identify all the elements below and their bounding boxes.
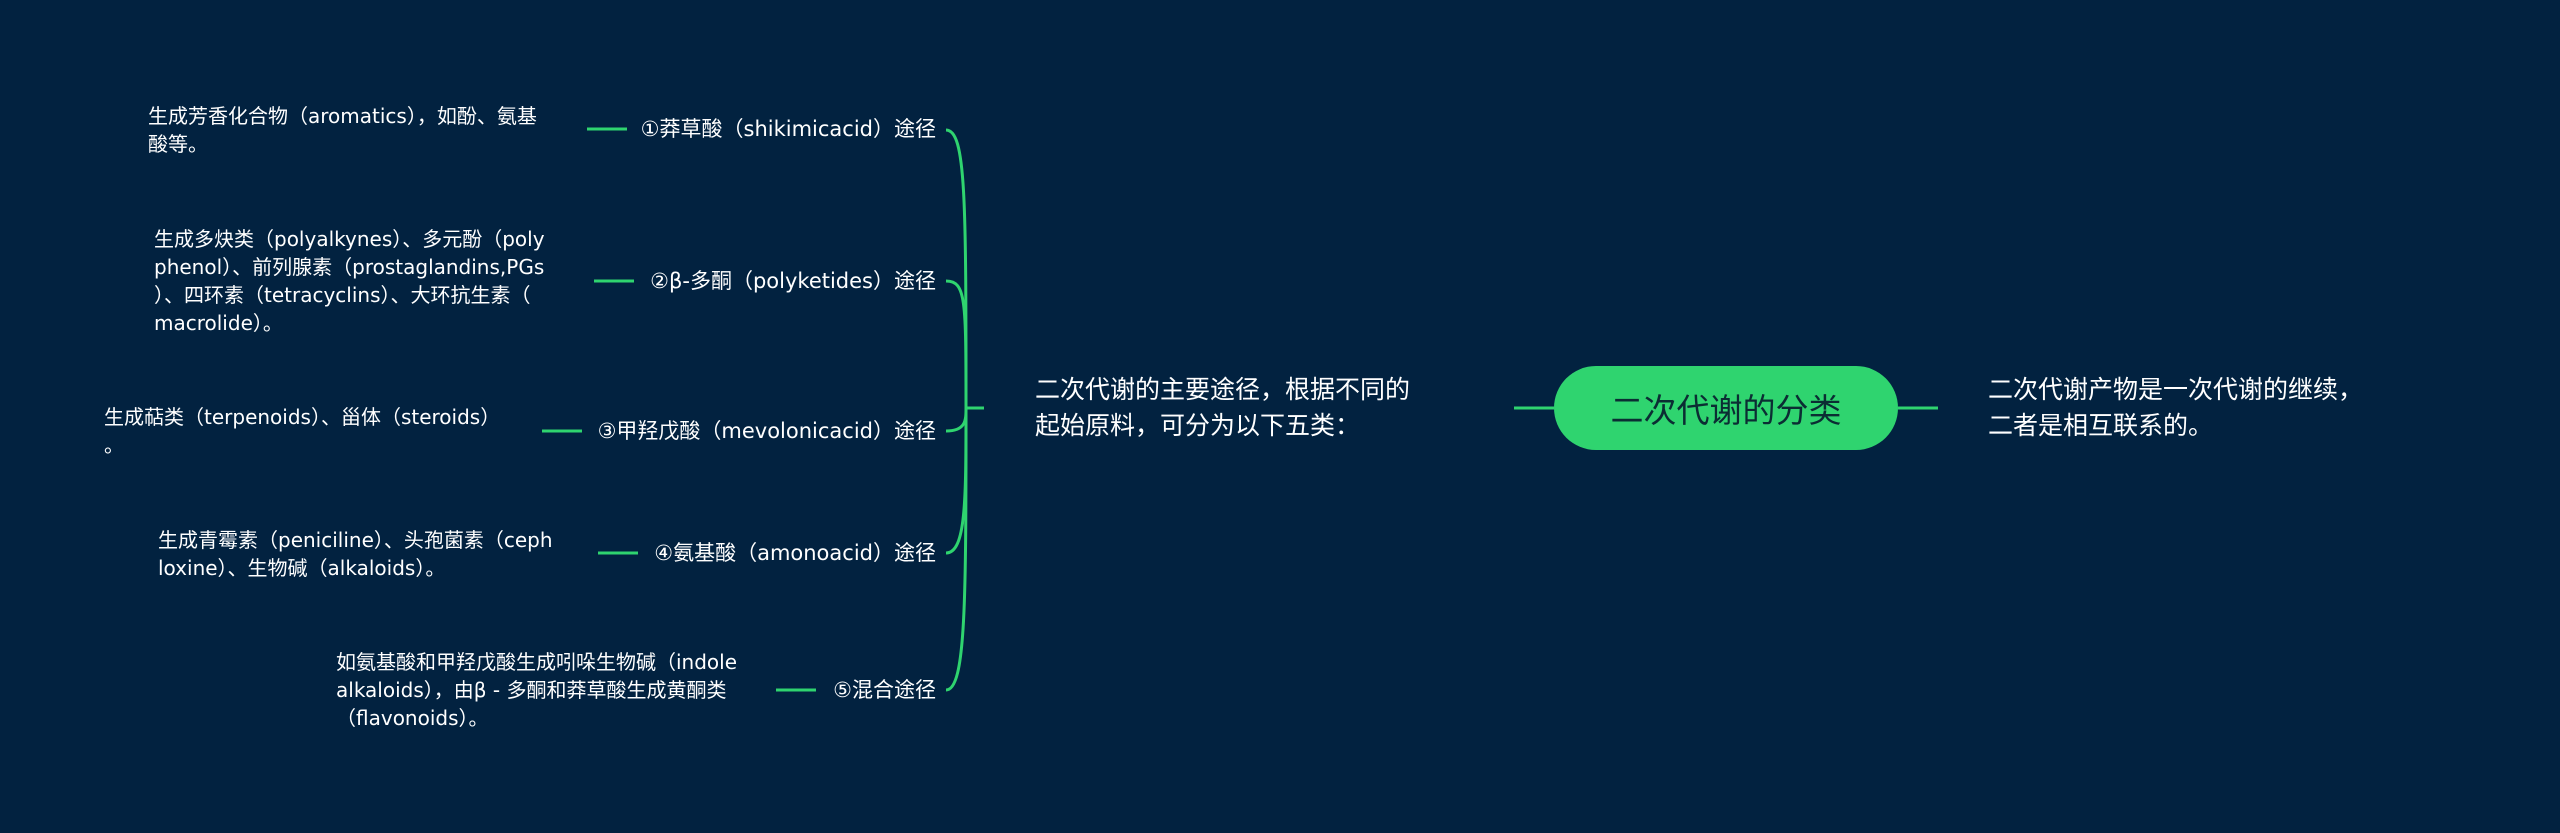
leaf-1-line-1: 生成芳香化合物（aromatics），如酚、氨基 <box>148 104 537 128</box>
branch-shikimic[interactable]: ①莽草酸（shikimicacid）途径 <box>641 114 936 144</box>
leaf-3-line-1: 生成萜类（terpenoids）、甾体（steroids） <box>104 405 501 429</box>
leaf-4-line-1: 生成青霉素（peniciline）、头孢菌素（ceph <box>158 528 553 552</box>
leaf-1-line-2: 酸等。 <box>148 132 208 156</box>
root-title: 二次代谢的分类 <box>1610 391 1842 430</box>
link-bracket-5 <box>945 407 968 692</box>
main-node-line-2: 起始原料，可分为以下五类： <box>1035 411 1361 440</box>
right-note-line-2: 二者是相互联系的。 <box>1988 411 2214 440</box>
leaf-mixed[interactable]: 如氨基酸和甲羟戊酸生成吲哚生物碱（indole alkaloids），由β - … <box>336 648 776 732</box>
leaf-2-line-1: 生成多炔类（polyalkynes）、多元酚（poly <box>154 227 545 251</box>
link-bracket-3 <box>945 407 968 433</box>
branch-aminoacid[interactable]: ④氨基酸（amonoacid）途径 <box>654 538 936 568</box>
main-node[interactable]: 二次代谢的主要途径，根据不同的 起始原料，可分为以下五类： <box>1035 372 1410 444</box>
leaf-2-line-3: ）、四环素（tetracyclins）、大环抗生素（ <box>154 283 531 307</box>
right-note-line-1: 二次代谢产物是一次代谢的继续， <box>1988 375 2364 404</box>
branch-label-1: ①莽草酸（shikimicacid）途径 <box>640 117 936 141</box>
branch-label-2: ②β-多酮（polyketides）途径 <box>650 269 936 293</box>
leaf-5-line-2: alkaloids），由β - 多酮和莽草酸生成黄酮类 <box>336 678 727 702</box>
root-node[interactable]: 二次代谢的分类 <box>1554 366 1898 450</box>
link-bracket-1 <box>945 128 968 409</box>
leaf-aminoacid[interactable]: 生成青霉素（peniciline）、头孢菌素（ceph loxine）、生物碱（… <box>158 526 598 582</box>
leaf-2-line-4: macrolide）。 <box>154 311 283 335</box>
leaf-polyketides[interactable]: 生成多炔类（polyalkynes）、多元酚（poly phenol）、前列腺素… <box>154 225 594 337</box>
leaf-mevalonic[interactable]: 生成萜类（terpenoids）、甾体（steroids） 。 <box>104 403 544 459</box>
branch-label-4: ④氨基酸（amonoacid）途径 <box>654 541 936 565</box>
branch-label-5: ⑤混合途径 <box>833 678 936 702</box>
leaf-2-line-2: phenol）、前列腺素（prostaglandins,PGs <box>154 255 545 279</box>
link-bracket-2 <box>945 279 968 409</box>
branch-mixed[interactable]: ⑤混合途径 <box>833 675 936 705</box>
leaf-3-line-2: 。 <box>104 433 124 457</box>
leaf-5-line-1: 如氨基酸和甲羟戊酸生成吲哚生物碱（indole <box>336 650 738 674</box>
right-note[interactable]: 二次代谢产物是一次代谢的继续， 二者是相互联系的。 <box>1988 372 2363 444</box>
branch-polyketides[interactable]: ②β-多酮（polyketides）途径 <box>650 266 936 296</box>
leaf-4-line-2: loxine）、生物碱（alkaloids）。 <box>158 556 446 580</box>
branch-label-3: ③甲羟戊酸（mevolonicacid）途径 <box>597 419 936 443</box>
leaf-5-line-3: （flavonoids）。 <box>336 706 489 730</box>
leaf-shikimic[interactable]: 生成芳香化合物（aromatics），如酚、氨基 酸等。 <box>148 102 578 158</box>
main-node-line-1: 二次代谢的主要途径，根据不同的 <box>1035 375 1411 404</box>
branch-mevalonic[interactable]: ③甲羟戊酸（mevolonicacid）途径 <box>598 416 936 446</box>
